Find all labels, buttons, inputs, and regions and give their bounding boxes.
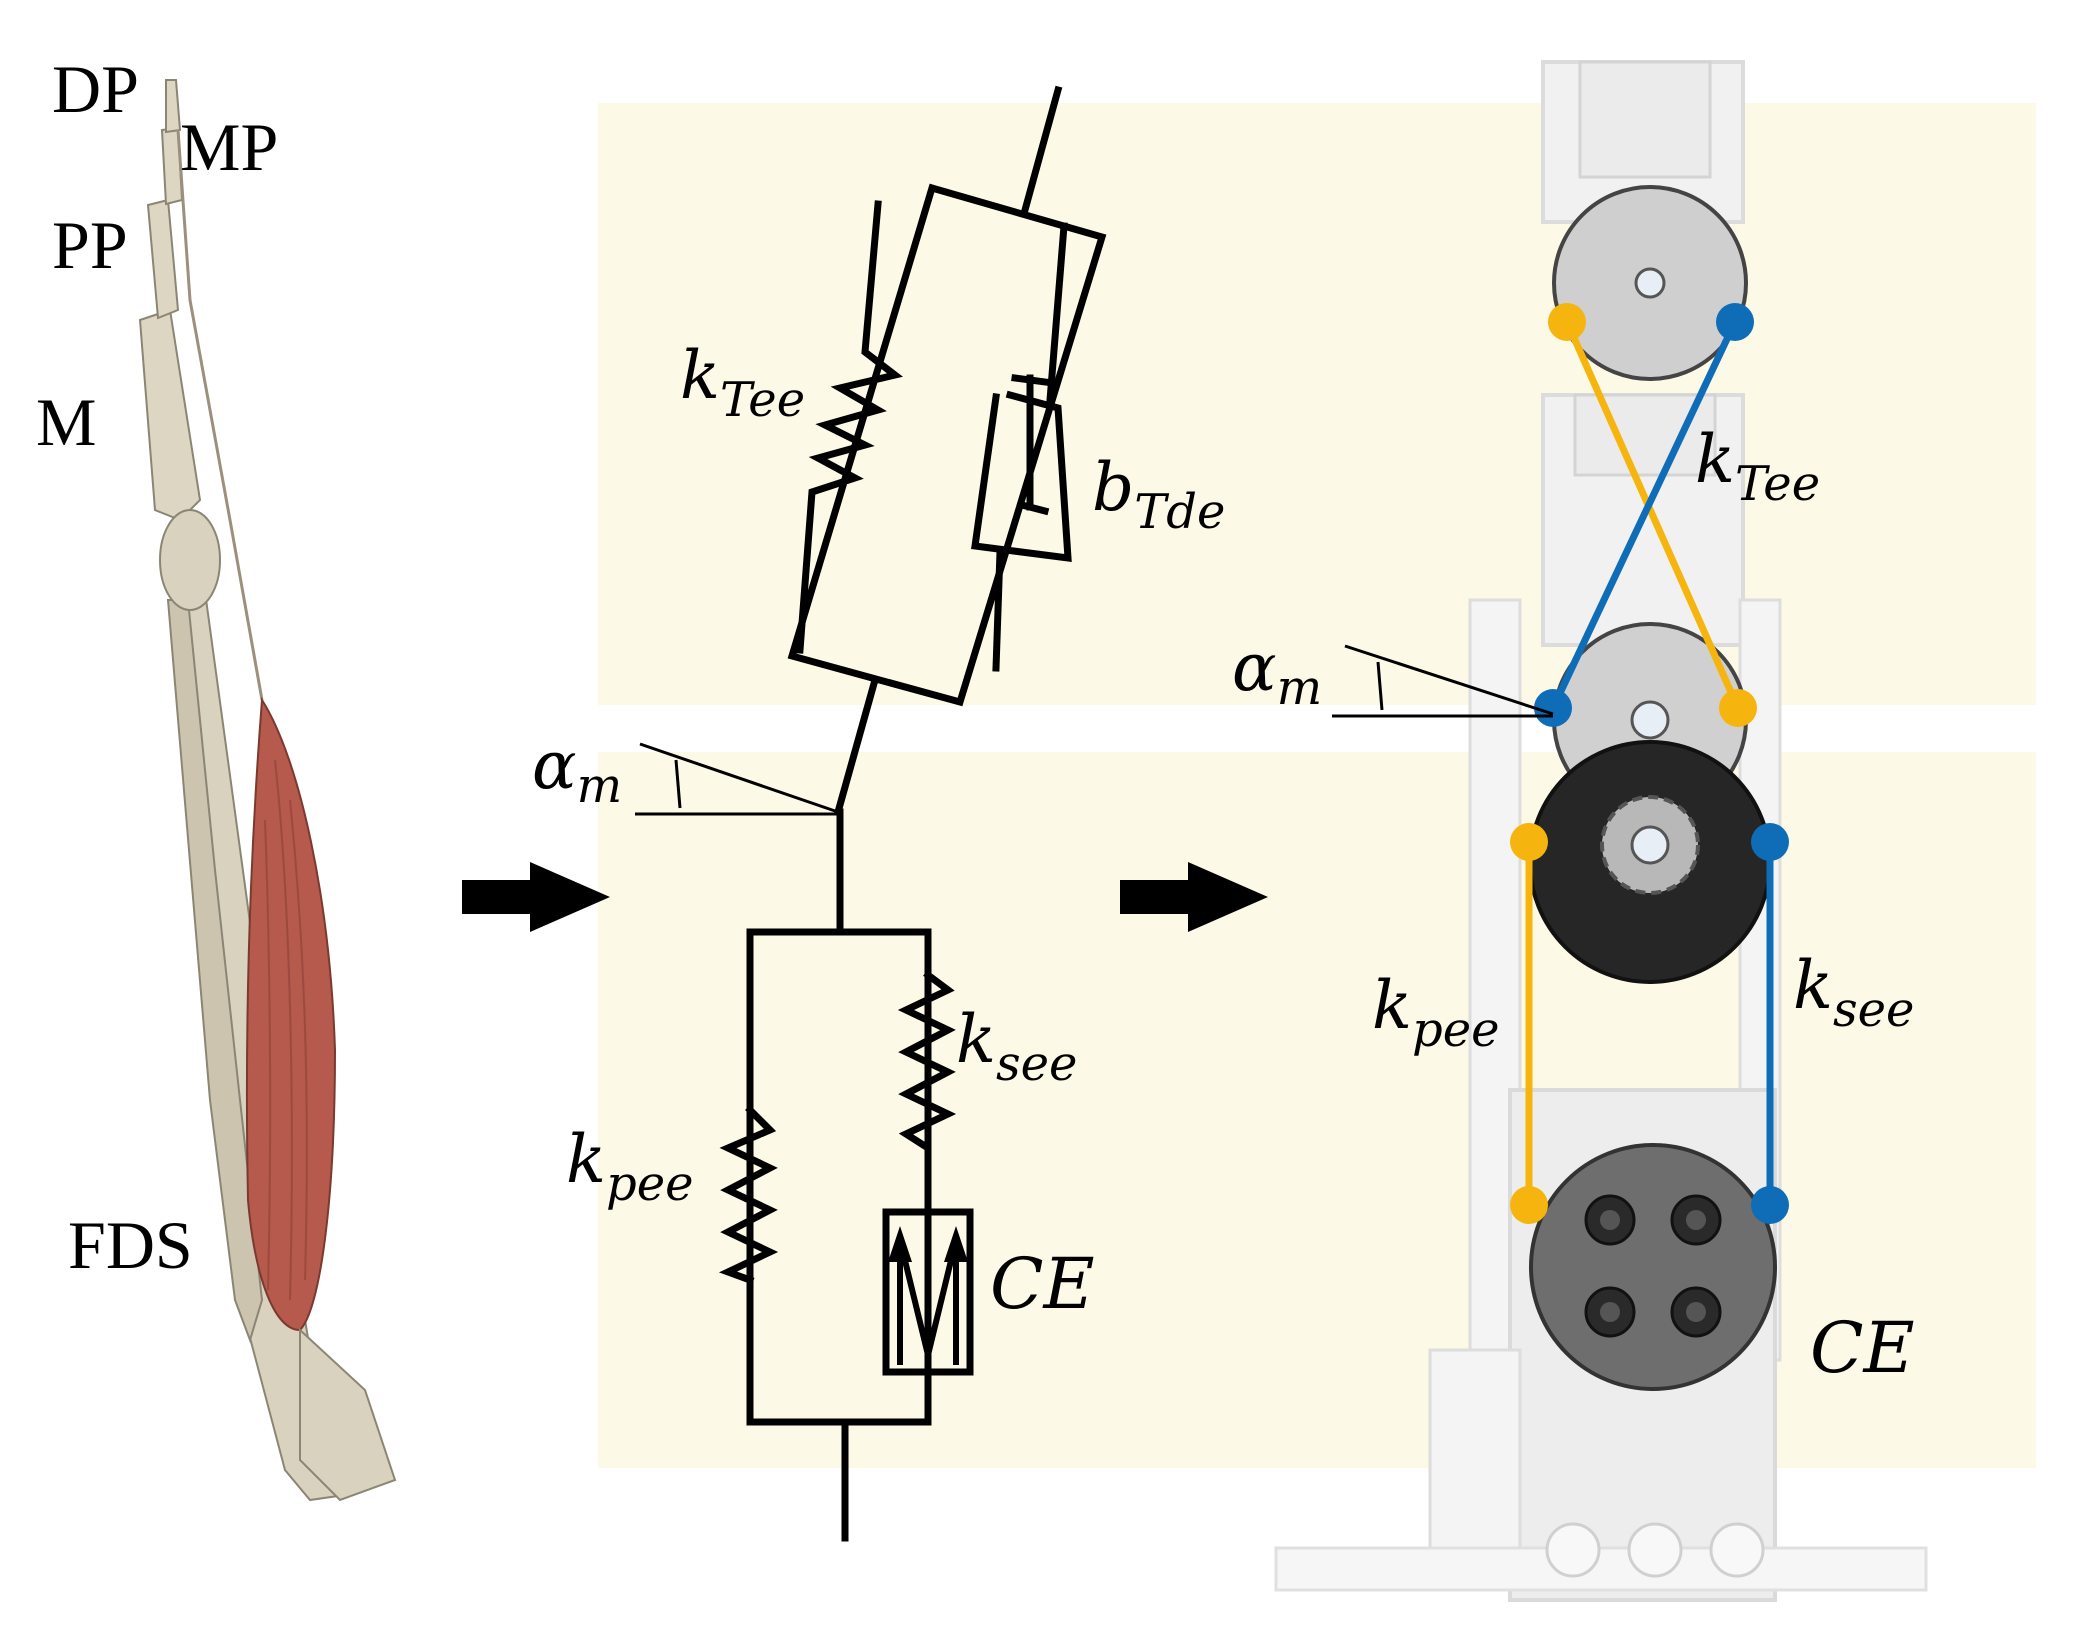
blue-cable-tendon — [1549, 320, 1739, 710]
fds-muscle-striation — [264, 759, 308, 1301]
label-ksee-schematic: ksee — [956, 1001, 1077, 1092]
fds-tendon — [176, 129, 264, 701]
tendon-parallel-box — [787, 183, 1107, 707]
contractile-element-ce — [882, 1208, 974, 1426]
label-m: M — [36, 384, 96, 460]
metacarpal-bone — [138, 308, 202, 522]
robot-mechanism: kTee αm kpee ksee CE — [1232, 60, 1928, 1602]
robot-angle-arc — [1376, 661, 1384, 711]
muscle-tendon-schematic: kTee bTde αm kpee ksee CE — [532, 85, 1225, 1542]
carpal-bones — [159, 509, 221, 611]
yellow-node-motor — [1510, 1186, 1548, 1224]
base-hole-2 — [1627, 1522, 1683, 1578]
label-alpha-schematic: αm — [532, 727, 622, 814]
arrow-anatomy-to-schematic — [462, 862, 610, 932]
label-ce-robot: CE — [1810, 1307, 1915, 1389]
tendon-damper-bTde — [971, 222, 1072, 672]
top-pulley — [1552, 185, 1748, 381]
label-kpee-schematic: kpee — [566, 1121, 694, 1212]
distal-phalanx-bone — [165, 79, 182, 134]
frame-top-inner — [1578, 60, 1712, 179]
label-bTde-schematic: bTde — [1092, 449, 1225, 540]
drive-drum-with-gear — [1528, 740, 1772, 984]
yellow-cable-tendon — [1563, 320, 1742, 710]
angle-arc — [674, 759, 682, 809]
tendon-spring-kTee — [796, 200, 903, 654]
blue-node-joint — [1534, 689, 1572, 727]
finger-anatomy-illustration: DP MP PP M FDS — [36, 51, 397, 1502]
angle-tilt — [639, 742, 839, 814]
proximal-phalanx-bone — [146, 198, 180, 320]
yellow-node-joint — [1719, 689, 1757, 727]
base-hole-3 — [1709, 1522, 1765, 1578]
upper-panel — [598, 103, 2036, 705]
frame-foot — [1274, 1546, 1928, 1592]
motor-disc-ce — [1529, 1143, 1777, 1391]
schematic-top-line — [1020, 85, 1063, 215]
arrow-schematic-to-robot — [1120, 862, 1268, 932]
label-kpee-robot: kpee — [1372, 967, 1500, 1058]
label-alpha-robot: αm — [1232, 629, 1322, 716]
schematic-mid-line — [833, 675, 880, 817]
forearm-bone-2 — [166, 599, 264, 1344]
yellow-node-top — [1548, 303, 1586, 341]
label-ce-schematic: CE — [990, 1243, 1095, 1325]
label-dp: DP — [52, 51, 139, 127]
series-spring-ksee — [897, 970, 957, 1216]
blue-node-drum — [1751, 823, 1789, 861]
yellow-node-drum — [1510, 823, 1548, 861]
label-kTee-robot: kTee — [1695, 421, 1820, 512]
elbow-bones — [299, 1327, 397, 1502]
label-ksee-robot: ksee — [1793, 947, 1914, 1038]
blue-node-motor — [1751, 1186, 1789, 1224]
label-pp: PP — [52, 207, 128, 283]
robot-angle-tilt — [1344, 644, 1554, 716]
blue-node-top — [1716, 303, 1754, 341]
label-mp: MP — [180, 109, 278, 185]
label-kTee-schematic: kTee — [680, 337, 805, 428]
base-hole-1 — [1545, 1522, 1601, 1578]
background-panels — [598, 103, 2036, 1468]
label-fds: FDS — [68, 1207, 193, 1283]
frame-base — [1428, 1348, 1522, 1572]
parallel-spring-kpee — [718, 1105, 779, 1285]
